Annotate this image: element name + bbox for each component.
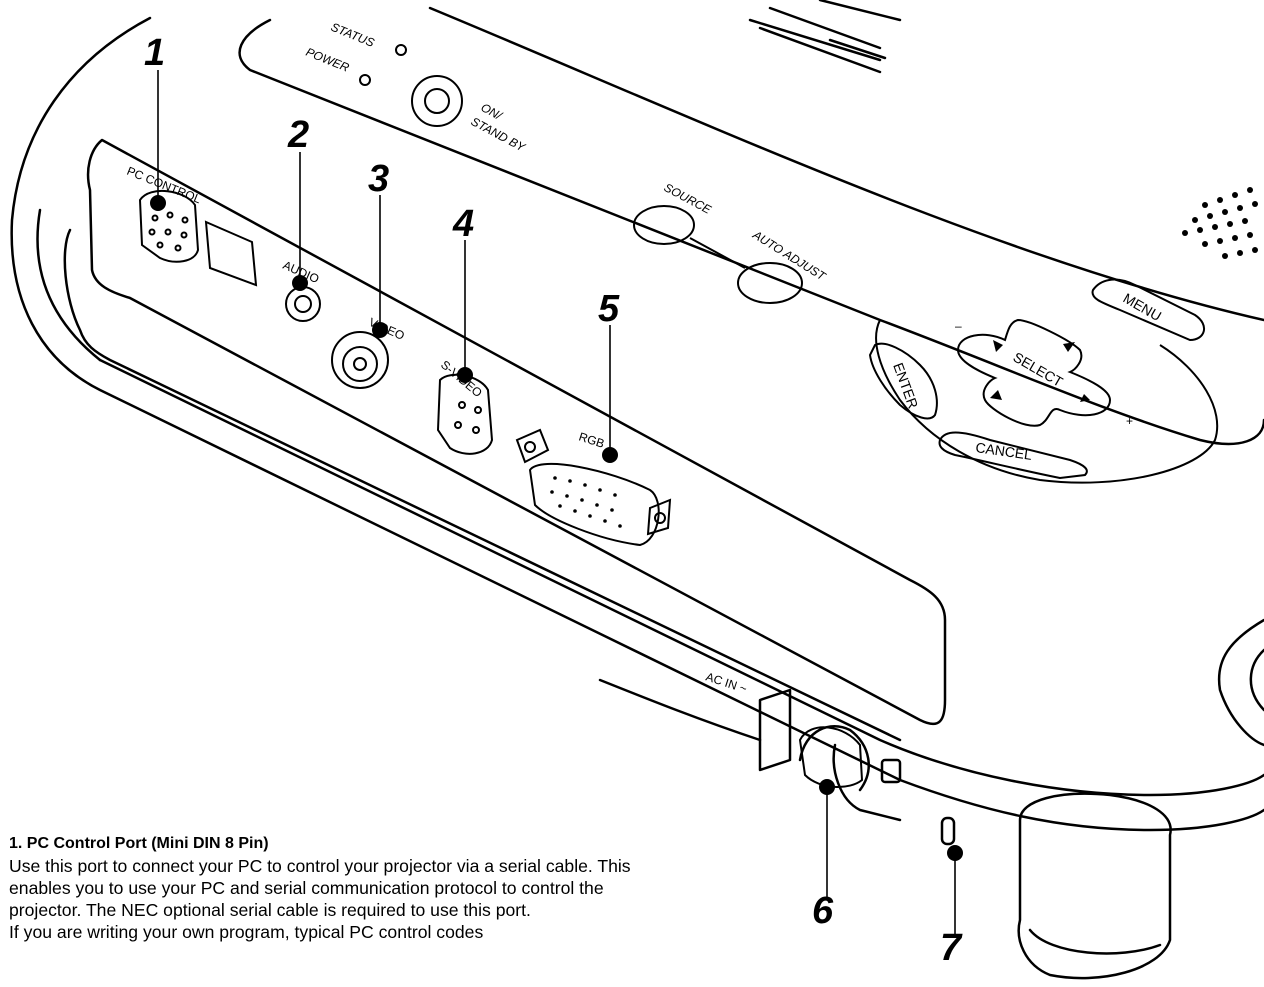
power-label: POWER xyxy=(304,45,352,75)
select-label: SELECT xyxy=(1011,349,1067,390)
cancel-label: CANCEL xyxy=(975,439,1034,463)
status-indicator xyxy=(395,44,407,56)
callout-dot-3 xyxy=(372,322,388,338)
on-standby-button[interactable] xyxy=(411,75,463,127)
description-paragraph-1: Use this port to connect your PC to cont… xyxy=(9,856,631,920)
projector-body-outline xyxy=(10,16,1264,832)
pc-control-port xyxy=(138,189,200,263)
callout-number-1: 1 xyxy=(144,32,165,74)
menu-button[interactable] xyxy=(1091,278,1205,342)
enter-label: ENTER xyxy=(890,361,921,411)
callout-number-3: 3 xyxy=(368,158,389,200)
callout-number-4: 4 xyxy=(452,203,474,245)
callout-dot-2 xyxy=(292,275,308,291)
select-up-left-arrow xyxy=(993,340,1003,352)
callout-number-6: 6 xyxy=(812,890,834,932)
projector-top-outline xyxy=(428,6,1264,322)
video-label: VIDEO xyxy=(367,315,407,343)
enter-button[interactable] xyxy=(868,342,938,420)
callout-dot-6 xyxy=(819,779,835,795)
video-port xyxy=(331,331,389,389)
select-up-right-arrow xyxy=(1063,342,1075,352)
callout-number-2: 2 xyxy=(287,114,309,156)
select-down-right-arrow xyxy=(1080,394,1090,402)
auto-adjust-button[interactable] xyxy=(737,262,803,304)
port-bay-outline xyxy=(86,138,947,726)
description-paragraph-2: If you are writing your own program, typ… xyxy=(9,922,484,942)
top-panel-outline xyxy=(238,18,1264,446)
description-block: 1. PC Control Port (Mini DIN 8 Pin) Use … xyxy=(9,834,669,943)
auto-adjust-label: AUTO ADJUST xyxy=(750,227,830,284)
speaker-grille xyxy=(1182,187,1258,259)
callout-dot-4 xyxy=(457,367,473,383)
callout-number-7: 7 xyxy=(940,927,963,969)
s-video-port xyxy=(436,373,494,455)
s-video-label: S-VIDEO xyxy=(438,358,485,400)
power-indicator xyxy=(359,74,371,86)
cancel-button[interactable] xyxy=(938,431,1088,480)
callout-number-5: 5 xyxy=(598,288,620,330)
select-pad[interactable] xyxy=(956,318,1112,427)
ac-in-port xyxy=(798,726,864,788)
source-button[interactable] xyxy=(633,205,695,245)
status-label: STATUS xyxy=(329,20,376,50)
select-plus-label: + xyxy=(1126,414,1133,428)
select-minus-label: – xyxy=(955,319,962,333)
audio-port xyxy=(285,286,321,322)
callout-dot-1 xyxy=(150,195,166,211)
source-label: SOURCE xyxy=(662,180,715,217)
rgb-label: RGB xyxy=(577,430,606,451)
callout-dot-7 xyxy=(947,845,963,861)
description-heading: 1. PC Control Port (Mini DIN 8 Pin) xyxy=(9,835,269,852)
rgb-port xyxy=(528,462,660,547)
select-down-left-arrow xyxy=(990,390,1002,400)
callout-dot-5 xyxy=(602,447,618,463)
